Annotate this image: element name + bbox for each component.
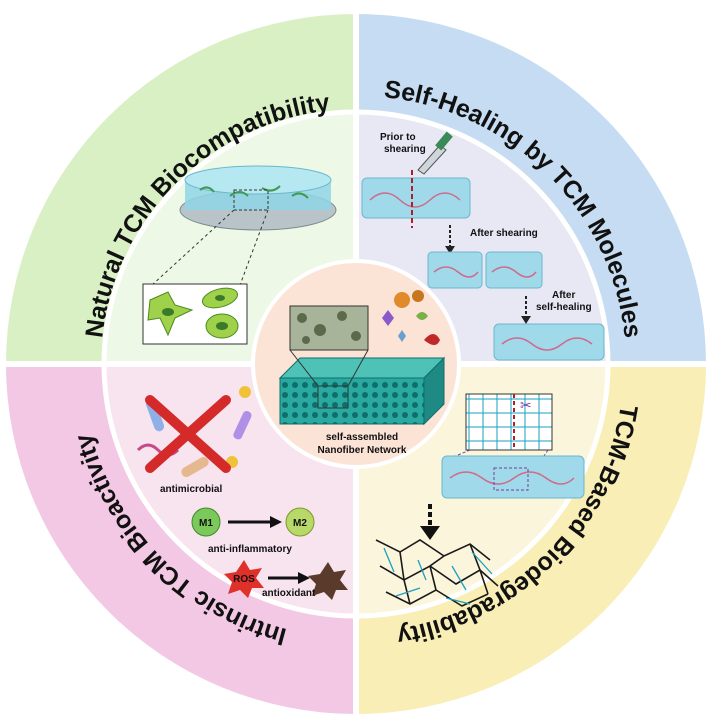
label-prior-to: Prior to (380, 132, 416, 143)
degraded-network (375, 539, 499, 607)
gel-block-before (361, 170, 471, 228)
nanofiber-block (278, 356, 446, 426)
knife-icon (417, 131, 453, 175)
svg-text:M2: M2 (293, 518, 307, 529)
label-shearing: shearing (384, 144, 426, 155)
gel-block-healed (493, 323, 605, 361)
svg-text:M1: M1 (199, 518, 213, 529)
gel-block-sheared (427, 251, 543, 289)
label-after-shearing: After shearing (470, 228, 538, 239)
m1-macrophage: M1 (191, 507, 221, 537)
herb-icons (382, 290, 440, 345)
cells-illustration (142, 283, 248, 345)
label-after: After (552, 290, 575, 301)
neutralized-burst (308, 562, 348, 600)
m2-macrophage: M2 (285, 507, 315, 537)
label-anti-inflammatory: anti-inflammatory (208, 544, 292, 555)
network-closeup: ✂ (465, 393, 553, 451)
nanofiber-magnified (289, 305, 369, 351)
label-antimicrobial: antimicrobial (160, 484, 222, 495)
hydrogel-dish-illustration (179, 165, 337, 231)
cross-mark-icon (145, 395, 231, 473)
gel-block-degrading (441, 455, 585, 499)
label-self-healing: self-healing (536, 302, 592, 313)
center-label-line1: self-assembled (326, 432, 398, 443)
ros-burst: ROS (224, 560, 264, 598)
svg-text:ROS: ROS (233, 574, 255, 585)
label-antioxidant: antioxidant (262, 588, 316, 599)
center-label-line2: Nanofiber Network (318, 445, 407, 456)
scissors-icon: ✂ (520, 398, 532, 414)
